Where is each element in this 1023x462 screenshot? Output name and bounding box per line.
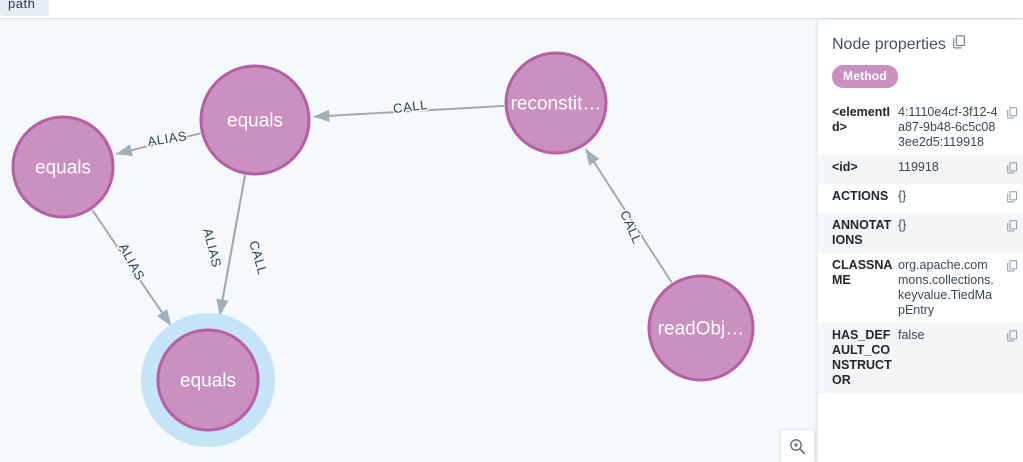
graph-edge[interactable] bbox=[91, 209, 172, 327]
property-key: ACTIONS bbox=[832, 189, 889, 203]
copy-icon[interactable] bbox=[1002, 323, 1023, 393]
property-row: HAS_DEFAULT_CONSTRUCTOR false bbox=[818, 323, 1023, 393]
copy-icon[interactable] bbox=[1002, 253, 1023, 323]
node-label-badge[interactable]: Method bbox=[832, 65, 898, 88]
copy-icon[interactable] bbox=[1002, 213, 1023, 253]
node-labels: Method bbox=[818, 63, 1023, 100]
node-circle[interactable] bbox=[647, 274, 755, 382]
property-value: 119918 bbox=[898, 160, 939, 174]
edge-label: CALL bbox=[392, 97, 428, 116]
copy-icon[interactable] bbox=[953, 35, 966, 54]
panel-header: Node properties bbox=[818, 20, 1023, 63]
copy-icon[interactable] bbox=[1002, 184, 1023, 213]
zoom-in-icon bbox=[790, 439, 806, 455]
node-circle[interactable] bbox=[156, 328, 260, 432]
graph-node[interactable]: readObj… bbox=[647, 274, 755, 382]
copy-icon[interactable] bbox=[1002, 100, 1023, 155]
edge-label: ALIAS bbox=[116, 241, 148, 283]
property-key: <elementId> bbox=[832, 105, 891, 134]
edge-layer bbox=[91, 104, 673, 327]
node-circle[interactable] bbox=[199, 64, 311, 176]
edge-label: ALIAS bbox=[146, 128, 188, 149]
property-row: <id> 119918 bbox=[818, 155, 1023, 184]
copy-icon[interactable] bbox=[1002, 155, 1023, 184]
graph-edge[interactable] bbox=[313, 104, 505, 122]
node-circle[interactable] bbox=[11, 115, 115, 219]
property-row: <elementId>4:1110e4cf-3f12-4a87-9b48-6c5… bbox=[818, 100, 1023, 155]
graph-node[interactable]: equals bbox=[141, 313, 275, 447]
panel-title: Node properties bbox=[832, 35, 946, 53]
property-value: org.apache.commons.collections.keyvalue.… bbox=[898, 258, 994, 317]
property-row: ACTIONS {} bbox=[818, 184, 1023, 213]
property-key: ANNOTATIONS bbox=[832, 218, 892, 247]
node-properties-panel: Node properties Method <elementId>4:1110… bbox=[818, 20, 1023, 462]
property-value: 4:1110e4cf-3f12-4a87-9b48-6c5c083ee2d5:1… bbox=[898, 105, 998, 149]
node-circle[interactable] bbox=[504, 51, 608, 155]
property-row: ANNOTATIONS {} bbox=[818, 213, 1023, 253]
edge-label: CALL bbox=[617, 208, 645, 246]
graph-edge[interactable] bbox=[216, 174, 246, 316]
edge-label: ALIAS bbox=[200, 227, 224, 269]
zoom-in-button[interactable] bbox=[780, 429, 815, 462]
graph-node[interactable]: reconstit… bbox=[504, 51, 608, 155]
tab-strip: path bbox=[0, 0, 1023, 19]
tab-path[interactable]: path bbox=[0, 0, 50, 16]
property-key: HAS_DEFAULT_CONSTRUCTOR bbox=[832, 328, 892, 387]
graph-node[interactable]: equals bbox=[199, 64, 311, 176]
graph-node[interactable]: equals bbox=[11, 115, 115, 219]
property-value: false bbox=[898, 328, 925, 342]
properties-table: <elementId>4:1110e4cf-3f12-4a87-9b48-6c5… bbox=[818, 100, 1023, 393]
property-value: {} bbox=[898, 189, 907, 203]
graph-edge[interactable] bbox=[584, 148, 673, 284]
property-value: {} bbox=[898, 218, 907, 232]
graph-edge[interactable] bbox=[115, 132, 201, 157]
property-key: CLASSNAME bbox=[832, 258, 893, 287]
property-key: <id> bbox=[832, 160, 858, 174]
edge-label: CALL bbox=[246, 239, 270, 277]
